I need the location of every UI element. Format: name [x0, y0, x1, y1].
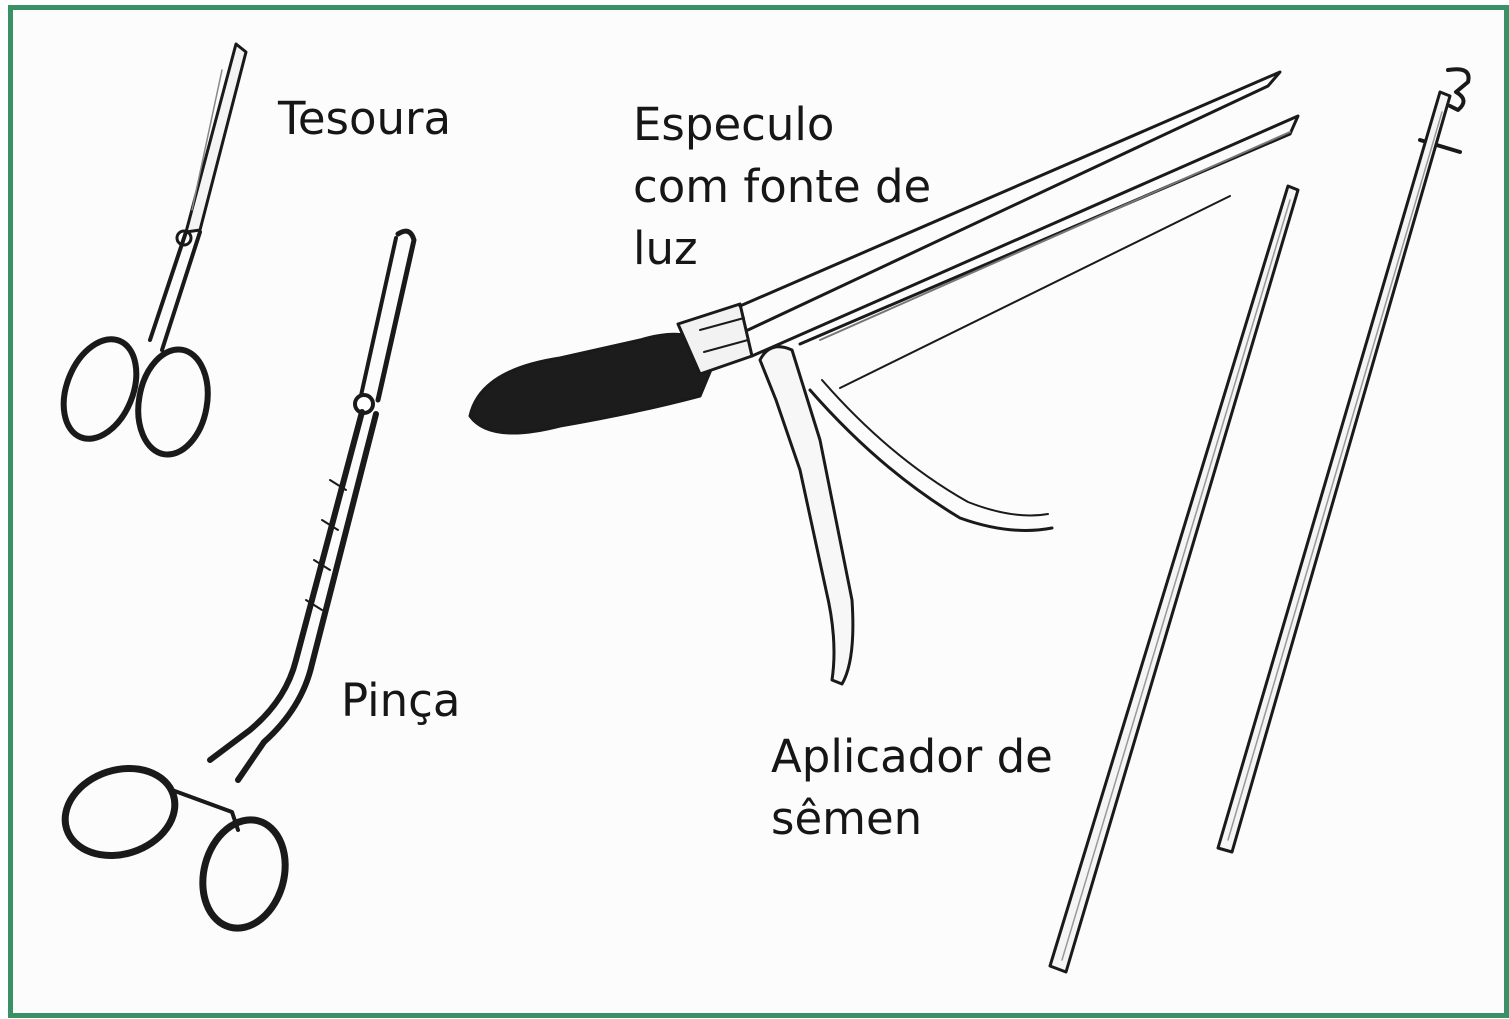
- figure-frame: Tesoura Especulo com fonte de luz Pinça …: [8, 5, 1509, 1018]
- semen-applicator-icon: [1050, 186, 1298, 972]
- speculum-label-line-2: com fonte de: [633, 156, 931, 218]
- applicator-rod-icon: [1218, 69, 1469, 852]
- forceps-label: Pinça: [341, 670, 461, 732]
- speculum-label-line-3: luz: [633, 218, 931, 280]
- scissors-label: Tesoura: [278, 88, 451, 150]
- scissors-icon: [50, 44, 246, 460]
- applicator-label-line-2: sêmen: [771, 788, 1053, 850]
- speculum-label-line-1: Especulo: [633, 94, 931, 156]
- applicator-label: Aplicador de sêmen: [771, 726, 1053, 850]
- speculum-label: Especulo com fonte de luz: [633, 94, 931, 280]
- applicator-label-line-1: Aplicador de: [771, 726, 1053, 788]
